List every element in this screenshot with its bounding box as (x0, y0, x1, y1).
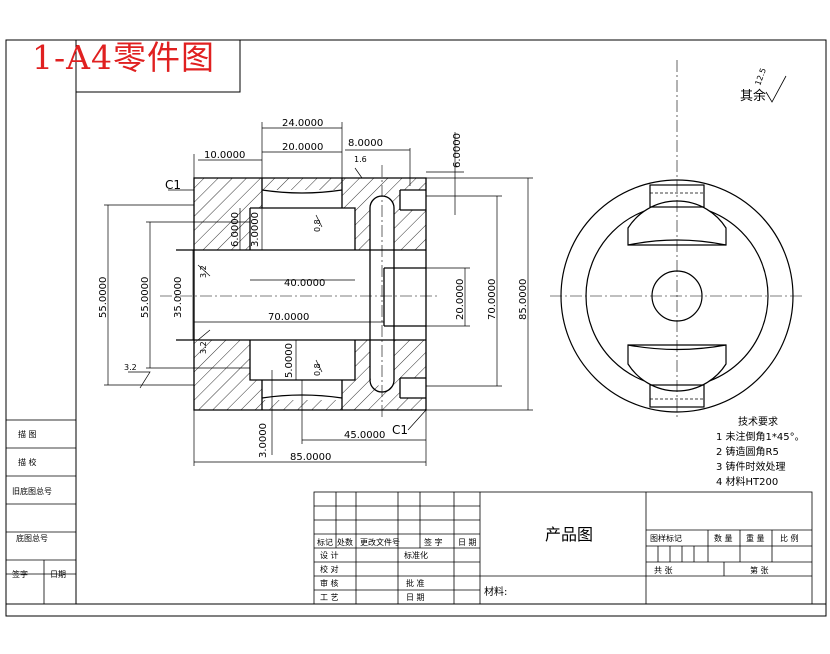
dim-70: 70.0000 (268, 312, 309, 323)
tb-date: 日 期 (406, 593, 425, 602)
left-strip-label-3: 旧底图总号 (12, 486, 52, 496)
tb-right-mark: 图样标记 (650, 533, 682, 543)
dim-55-a: 55.0000 (98, 277, 109, 318)
tb-row-review: 审 核 (320, 578, 339, 588)
left-strip-label-5: 签字 (12, 569, 28, 579)
c1-top: C1 (165, 178, 181, 192)
tb-row-design: 设 计 (320, 550, 339, 560)
rough-0-8-a: 0.8 (313, 219, 322, 232)
left-strip-label-1: 描 图 (18, 429, 37, 439)
tb-header-date: 日 期 (458, 538, 477, 547)
dimension-lines (104, 122, 533, 466)
tb-approve: 批 准 (406, 578, 425, 588)
dim-40: 40.0000 (284, 278, 325, 289)
dim-55-b: 55.0000 (140, 277, 151, 318)
section-view (160, 165, 440, 420)
roughness-note: 其余 12.5 (740, 67, 787, 104)
dim-24: 24.0000 (282, 118, 323, 129)
roughness-value: 12.5 (753, 67, 768, 87)
left-strip (5, 419, 77, 605)
title-box (75, 39, 241, 93)
rough-3-2-c: 3.2 (124, 363, 137, 372)
dim-45: 45.0000 (344, 430, 385, 441)
dim-3-b: 3.0000 (258, 423, 269, 458)
tb-row-process: 工 艺 (320, 593, 339, 602)
tb-header-file: 更改文件号 (360, 537, 400, 547)
rough-1-6: 1.6 (354, 155, 367, 164)
dim-70-v: 70.0000 (487, 279, 498, 320)
dim-85: 85.0000 (290, 452, 331, 463)
tech-title: 技术要求 (738, 415, 778, 428)
tech-requirements: 技术要求 1 未注倒角1*45°。 2 铸造圆角R5 3 铸件时效处理 4 材料… (716, 415, 805, 488)
rough-3-2-b: 3.2 (199, 341, 208, 354)
section-hatch (176, 178, 426, 410)
tb-right-weight: 重 量 (746, 533, 765, 543)
tb-header-mark: 标记 (317, 537, 333, 547)
rough-0-8-b: 0.8 (313, 363, 322, 376)
dimension-texts: 24.0000 20.0000 8.0000 10.0000 6.0000 C1… (98, 118, 529, 463)
left-strip-label-6: 日期 (50, 570, 66, 579)
dim-20: 20.0000 (282, 142, 323, 153)
dim-35: 35.0000 (173, 277, 184, 318)
dim-10: 10.0000 (204, 150, 245, 161)
rough-3-2-a: 3.2 (199, 265, 208, 278)
tech-item-2: 2 铸造圆角R5 (716, 445, 779, 458)
tb-header-count: 处数 (337, 537, 353, 547)
dim-85-v: 85.0000 (518, 279, 529, 320)
tech-item-1: 1 未注倒角1*45°。 (716, 430, 805, 443)
left-strip-label-4: 底图总号 (16, 533, 48, 543)
dim-3-v: 3.0000 (250, 212, 261, 247)
dim-20-v: 20.0000 (455, 279, 466, 320)
dim-6-top: 6.0000 (452, 133, 463, 168)
tb-material: 材料: (484, 585, 507, 598)
roughness-label: 其余 (740, 88, 766, 104)
tb-standard: 标准化 (404, 550, 428, 560)
tb-right-scale: 比 例 (780, 533, 799, 543)
tech-item-3: 3 铸件时效处理 (716, 460, 786, 473)
tb-right-qty: 数 量 (714, 533, 733, 543)
left-strip-label-2: 描 校 (18, 457, 37, 467)
tech-item-4: 4 材料HT200 (716, 475, 778, 488)
tb-header-sign: 签 字 (424, 537, 443, 547)
tb-product: 产品图 (545, 525, 593, 544)
dim-8: 8.0000 (348, 138, 383, 149)
tb-row-check: 校 对 (320, 564, 339, 574)
tb-sheet-total: 共 张 (654, 566, 673, 575)
tb-sheet-no: 第 张 (750, 565, 769, 575)
dim-6-v: 6.0000 (230, 212, 241, 247)
c1-bottom: C1 (392, 423, 408, 437)
title-block (313, 491, 813, 605)
dim-5: 5.0000 (284, 343, 295, 378)
drawing-title: 1-A4零件图 (32, 38, 215, 77)
